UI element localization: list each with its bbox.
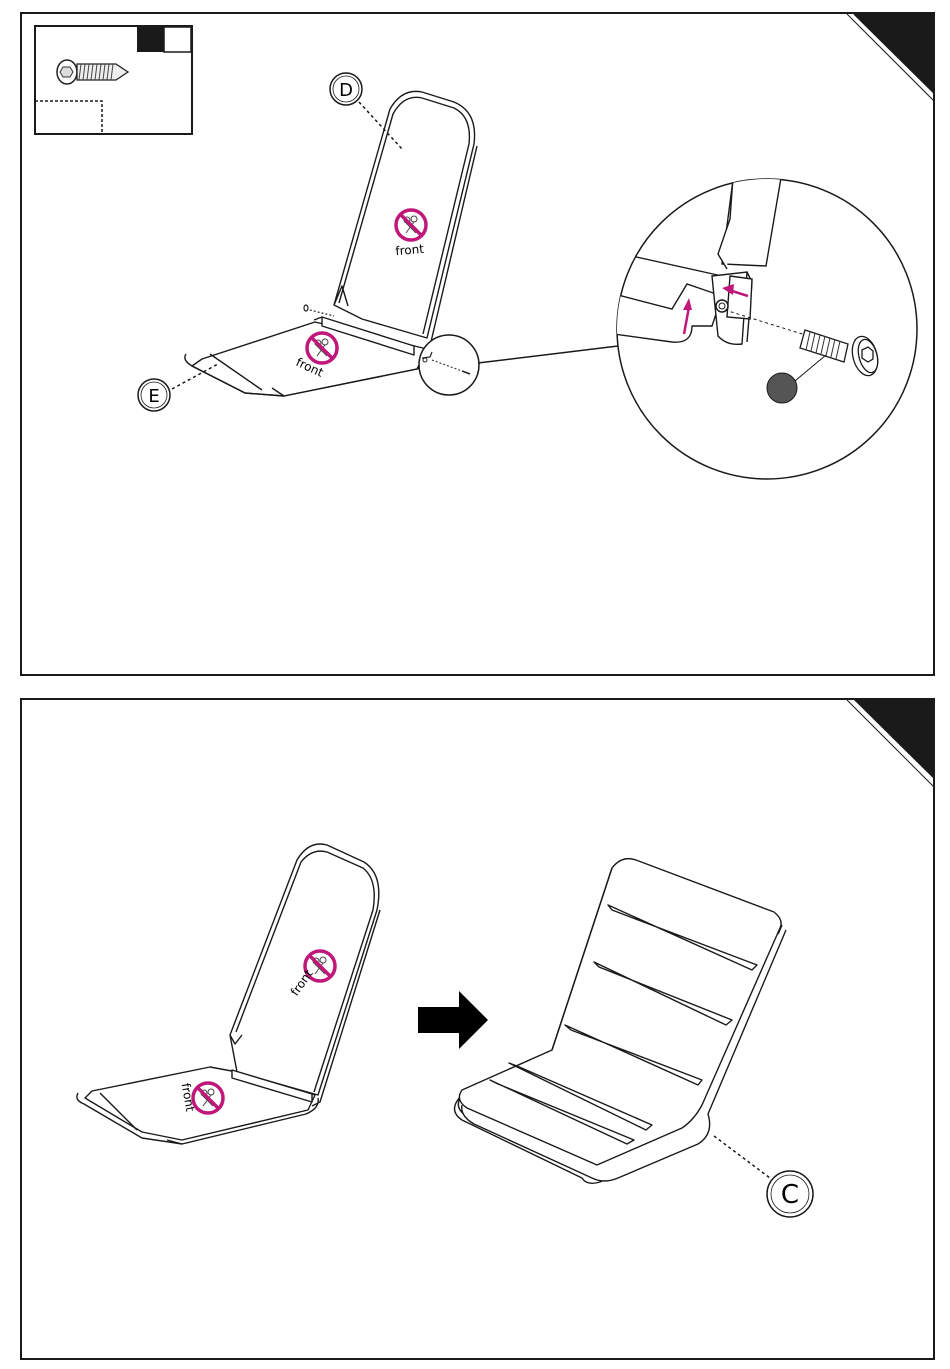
svg-text:C: C [781, 1180, 799, 1210]
step-panel-1: front front D E [20, 12, 935, 676]
assembled-chair [77, 844, 380, 1144]
seat-cushion-c [455, 859, 787, 1184]
detail-marker-circle [419, 335, 618, 395]
step-1-diagram: front front D E [22, 14, 935, 676]
step-panel-2: front front C [20, 698, 935, 1360]
detail-zoom-circle [614, 164, 917, 479]
hardware-box [35, 26, 192, 134]
backrest-fabric-d [334, 91, 475, 338]
svg-text:D: D [339, 80, 353, 101]
step-number-corner [854, 700, 935, 780]
quantity-badge [137, 27, 164, 52]
part-label-e: E [138, 364, 218, 411]
right-arrow-icon [418, 991, 488, 1049]
svg-text:E: E [148, 386, 159, 407]
screw-cap-icon [767, 373, 797, 403]
svg-text:front: front [395, 242, 425, 258]
part-label-c: C [714, 1136, 813, 1217]
step-2-diagram: front front C [22, 700, 935, 1360]
screw-left [304, 305, 334, 316]
